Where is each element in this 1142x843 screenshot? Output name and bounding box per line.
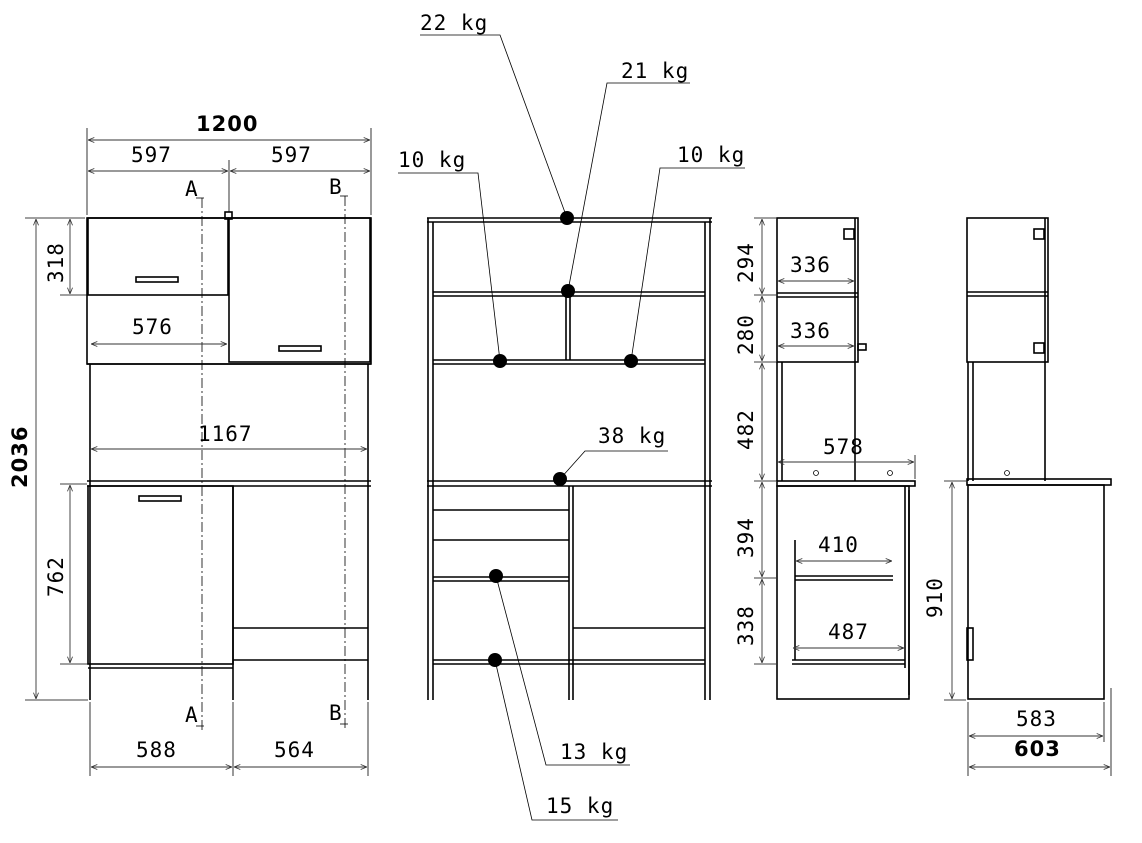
dim-bottom-right: 564 [274, 738, 315, 762]
front-view: A B A B 1200 597 597 2036 318 762 576 [8, 112, 372, 776]
section-b-bottom: B [329, 701, 343, 725]
dim-side-mid-height: 280 [734, 314, 758, 355]
dim-side-mid-depth: 336 [790, 319, 831, 343]
dim-inner-width: 1167 [198, 422, 253, 446]
handle [135, 276, 179, 283]
handle [138, 495, 182, 502]
dim-inner-upper: 576 [132, 315, 173, 339]
load-label-top: 22 kg [420, 11, 488, 35]
dim-width-right: 597 [271, 143, 312, 167]
dim-side-open-height: 482 [734, 409, 758, 450]
section-a-top: A [185, 177, 199, 201]
dim-width-left: 597 [131, 143, 172, 167]
dim-side-bottom-depth: 487 [828, 620, 869, 644]
load-label-shelf-right: 10 kg [677, 143, 745, 167]
dim-side-top-depth: 336 [790, 253, 831, 277]
door-lower-left [87, 485, 234, 665]
side-section-b: 910 583 603 [923, 217, 1112, 776]
load-label-drawer-shelf: 13 kg [560, 740, 628, 764]
dim-bottom-left: 588 [136, 738, 177, 762]
load-label-desk: 38 kg [598, 424, 666, 448]
door-right-upper [228, 217, 371, 363]
dim-upper-box: 318 [44, 242, 68, 283]
load-label-shelf-mid: 21 kg [621, 59, 689, 83]
dim-side-b-height: 910 [923, 577, 947, 618]
dim-side-cab-lower: 338 [734, 605, 758, 646]
dim-side-shelf-depth: 410 [818, 533, 859, 557]
flap-door-left [87, 217, 229, 296]
dim-lower-cabinet: 762 [44, 556, 68, 597]
dim-side-desk-depth: 578 [823, 435, 864, 459]
dim-height-total: 2036 [8, 426, 32, 488]
side-section-a: 294 280 482 394 338 336 336 578 410 487 [734, 217, 916, 700]
section-b-top: B [329, 175, 343, 199]
section-a-bottom: A [185, 703, 199, 727]
dim-side-cab-upper: 394 [734, 517, 758, 558]
load-label-shelf-left: 10 kg [398, 148, 466, 172]
load-view: 22 kg 21 kg 10 kg 10 kg 38 kg 13 kg 15 k… [398, 11, 745, 821]
dim-side-b-inner: 583 [1016, 707, 1057, 731]
dim-side-top-height: 294 [734, 242, 758, 283]
handle [278, 345, 322, 352]
load-label-bottom: 15 kg [546, 794, 614, 818]
dim-width-total: 1200 [196, 112, 258, 136]
dim-side-b-total: 603 [1014, 737, 1061, 761]
